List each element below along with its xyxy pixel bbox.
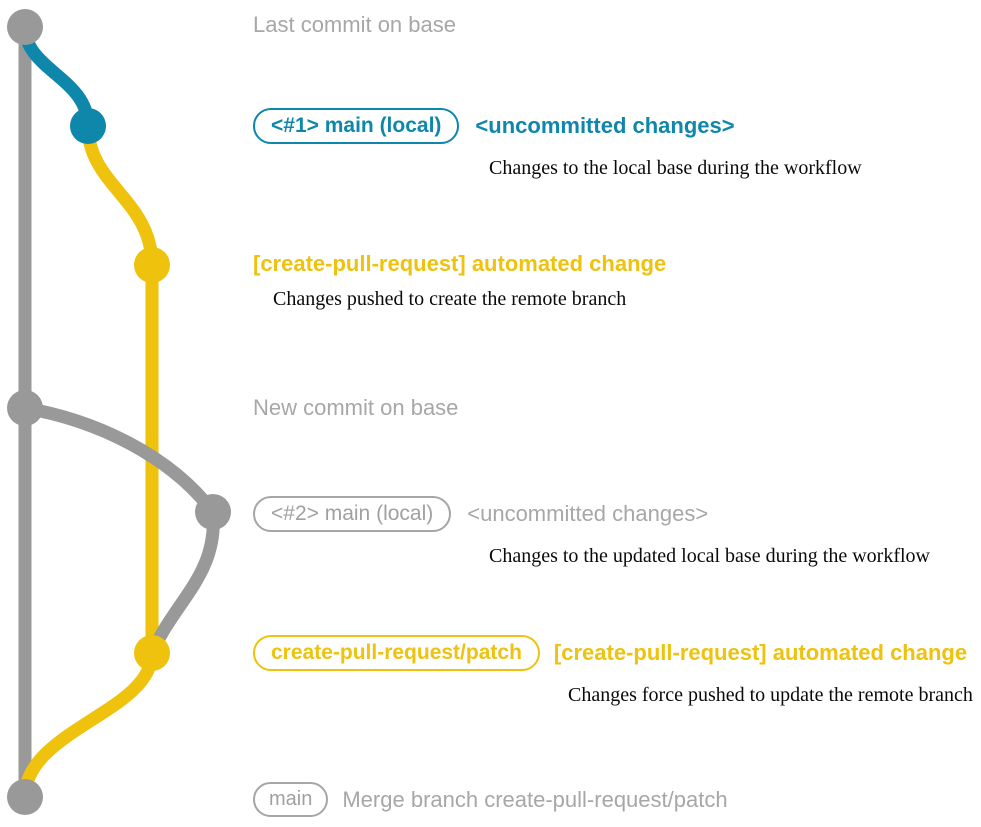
commit-subject-local-2: <uncommitted changes>: [467, 501, 709, 526]
commit-description-local-2: Changes to the updated local base during…: [489, 545, 930, 567]
commit-subject-remote-1: [create-pull-request] automated change: [253, 251, 667, 276]
row-head-local-1: <#1> main (local) <uncommitted changes>: [253, 108, 862, 144]
commit-node-remote-2[interactable]: [134, 635, 170, 671]
commit-node-base-merge[interactable]: [7, 779, 43, 815]
row-head-merge: main Merge branch create-pull-request/pa…: [253, 782, 728, 817]
branch-tag-main-local-1[interactable]: <#1> main (local): [253, 108, 460, 144]
commit-description-remote-1: Changes pushed to create the remote bran…: [273, 288, 627, 310]
row-last-commit-on-base: Last commit on base: [253, 14, 456, 36]
edge-base-new-to-local-2: [18, 401, 220, 519]
row-head-local-2: <#2> main (local) <uncommitted changes>: [253, 496, 930, 532]
section-label-last-commit: Last commit on base: [253, 12, 456, 37]
commit-node-remote-1[interactable]: [134, 247, 170, 283]
row-new-commit-on-base: New commit on base: [253, 397, 458, 419]
row-head-remote-2: create-pull-request/patch [create-pull-r…: [253, 635, 973, 671]
commit-subject-merge: Merge branch create-pull-request/patch: [342, 786, 728, 812]
git-commit-graph: [7, 9, 231, 815]
row-local-commit-2: <#2> main (local) <uncommitted changes> …: [253, 496, 930, 566]
row-local-commit-1: <#1> main (local) <uncommitted changes> …: [253, 108, 862, 178]
edge-local-2-to-remote-2: [145, 505, 220, 660]
branch-tag-main-local-2[interactable]: <#2> main (local): [253, 496, 452, 532]
commit-node-local-2[interactable]: [195, 494, 231, 530]
commit-node-base-last[interactable]: [7, 9, 43, 45]
commit-node-base-new[interactable]: [7, 390, 43, 426]
commit-subject-local-1: <uncommitted changes>: [475, 113, 735, 138]
commit-node-local-1[interactable]: [70, 108, 106, 144]
commit-description-remote-2: Changes force pushed to update the remot…: [568, 684, 973, 706]
branch-tag-create-pull-request-patch[interactable]: create-pull-request/patch: [253, 635, 540, 671]
row-remote-commit-1: [create-pull-request] automated change C…: [253, 253, 666, 310]
edge-local-1-to-remote-1: [81, 119, 159, 272]
branch-tag-main[interactable]: main: [253, 782, 329, 817]
commit-subject-remote-2: [create-pull-request] automated change: [553, 640, 968, 665]
section-label-new-commit: New commit on base: [253, 395, 459, 420]
edge-remote-2-to-merge: [18, 646, 159, 804]
row-remote-commit-2: create-pull-request/patch [create-pull-r…: [253, 635, 973, 705]
row-merge-commit: main Merge branch create-pull-request/pa…: [253, 782, 728, 817]
row-head-remote-1: [create-pull-request] automated change: [253, 253, 666, 275]
commit-description-local-1: Changes to the local base during the wor…: [489, 157, 862, 179]
